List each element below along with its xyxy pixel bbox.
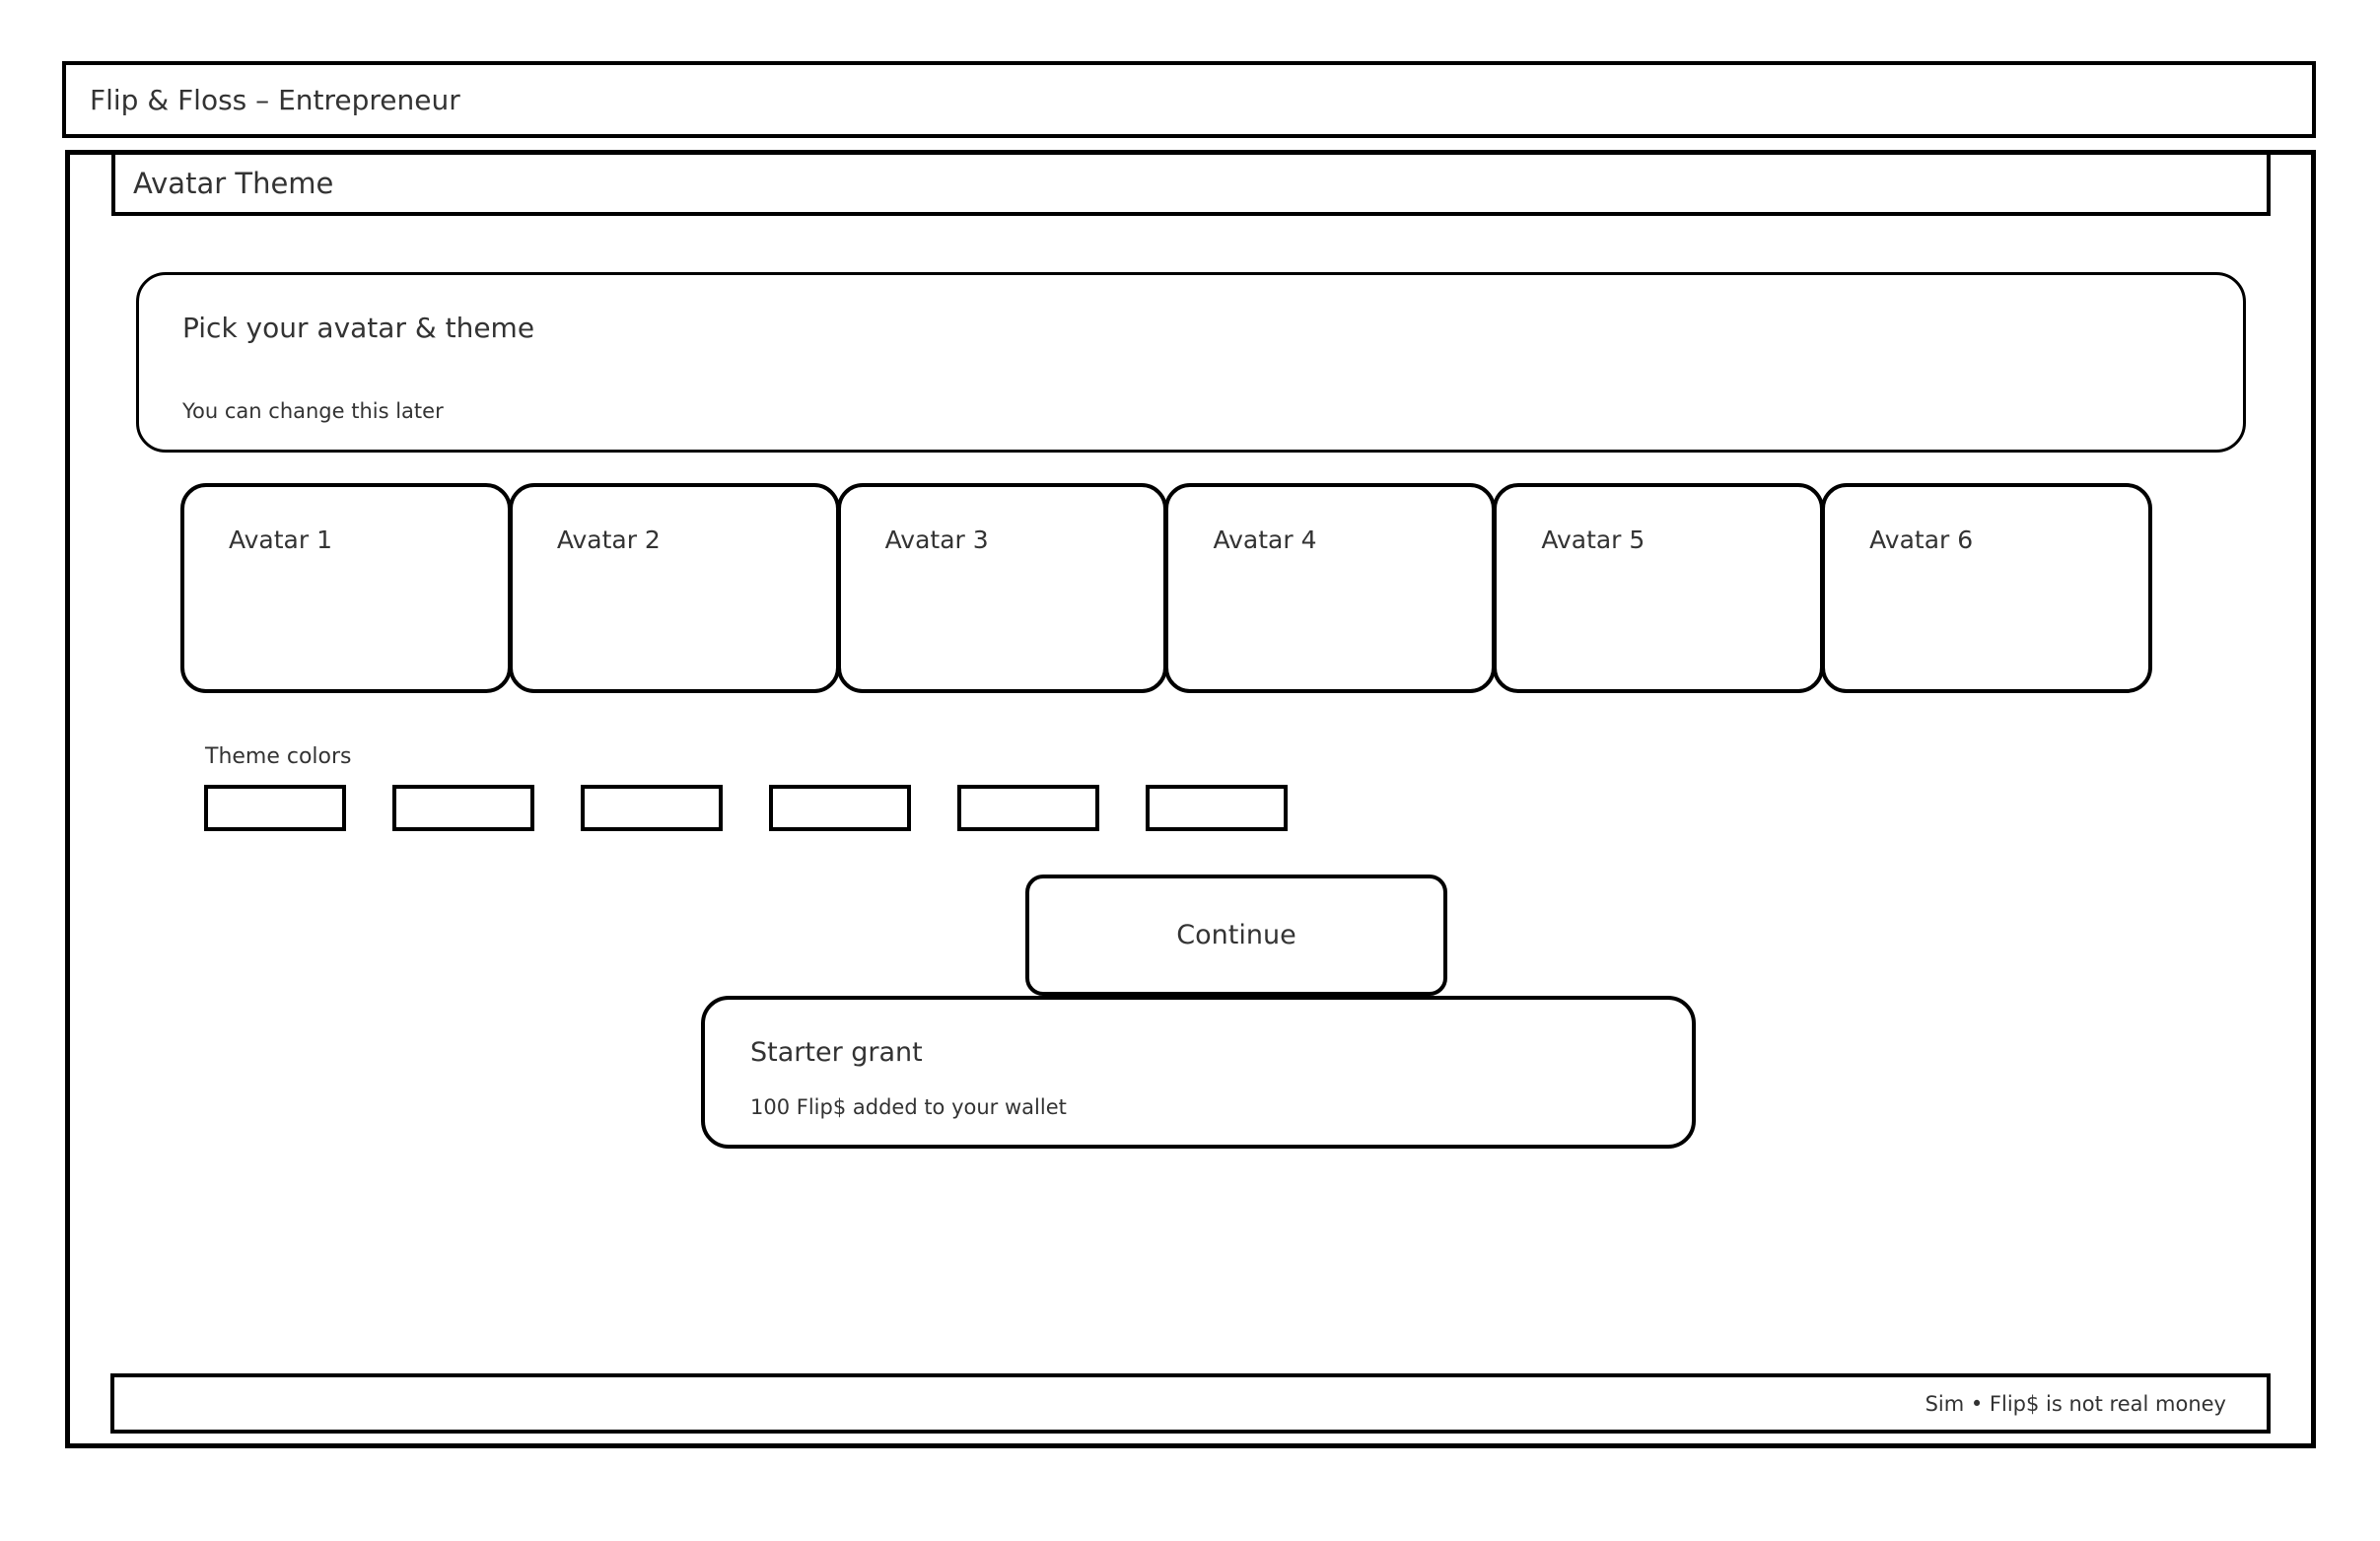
color-swatch-4[interactable] bbox=[769, 785, 911, 831]
starter-grant-card: Starter grant 100 Flip$ added to your wa… bbox=[701, 996, 1696, 1149]
avatar-label: Avatar 6 bbox=[1869, 525, 1974, 554]
color-swatch-1[interactable] bbox=[204, 785, 346, 831]
avatar-label: Avatar 1 bbox=[229, 525, 333, 554]
color-swatch-3[interactable] bbox=[581, 785, 723, 831]
continue-button-label: Continue bbox=[1176, 920, 1296, 950]
color-swatch-2[interactable] bbox=[392, 785, 534, 831]
intro-card: Pick your avatar & theme You can change … bbox=[136, 272, 2246, 453]
theme-color-swatch-row bbox=[204, 785, 1288, 831]
avatar-card-1[interactable]: Avatar 1 bbox=[180, 483, 512, 693]
avatar-label: Avatar 5 bbox=[1541, 525, 1645, 554]
avatar-label: Avatar 3 bbox=[884, 525, 989, 554]
avatar-card-4[interactable]: Avatar 4 bbox=[1164, 483, 1497, 693]
avatar-label: Avatar 4 bbox=[1213, 525, 1317, 554]
starter-grant-subtitle: 100 Flip$ added to your wallet bbox=[750, 1095, 1067, 1119]
footer-note: Sim • Flip$ is not real money bbox=[1925, 1391, 2226, 1416]
avatar-card-3[interactable]: Avatar 3 bbox=[836, 483, 1168, 693]
avatar-card-6[interactable]: Avatar 6 bbox=[1821, 483, 2152, 693]
avatar-row: Avatar 1 Avatar 2 Avatar 3 Avatar 4 Avat… bbox=[180, 483, 2152, 693]
intro-card-subtitle: You can change this later bbox=[182, 399, 444, 423]
footer-bar: Sim • Flip$ is not real money bbox=[110, 1373, 2271, 1434]
main-panel: Avatar Theme Pick your avatar & theme Yo… bbox=[65, 150, 2316, 1448]
avatar-card-2[interactable]: Avatar 2 bbox=[508, 483, 840, 693]
continue-button[interactable]: Continue bbox=[1025, 875, 1447, 996]
theme-colors-label: Theme colors bbox=[205, 744, 352, 769]
starter-grant-title: Starter grant bbox=[750, 1037, 923, 1068]
screen-header-bar: Avatar Theme bbox=[111, 155, 2271, 216]
color-swatch-5[interactable] bbox=[957, 785, 1099, 831]
window-title: Flip & Floss – Entrepreneur bbox=[90, 83, 460, 116]
color-swatch-6[interactable] bbox=[1146, 785, 1288, 831]
page-title: Avatar Theme bbox=[133, 167, 334, 200]
avatar-card-5[interactable]: Avatar 5 bbox=[1493, 483, 1825, 693]
avatar-label: Avatar 2 bbox=[556, 525, 661, 554]
intro-card-title: Pick your avatar & theme bbox=[182, 312, 535, 344]
window-title-bar: Flip & Floss – Entrepreneur bbox=[62, 61, 2316, 138]
